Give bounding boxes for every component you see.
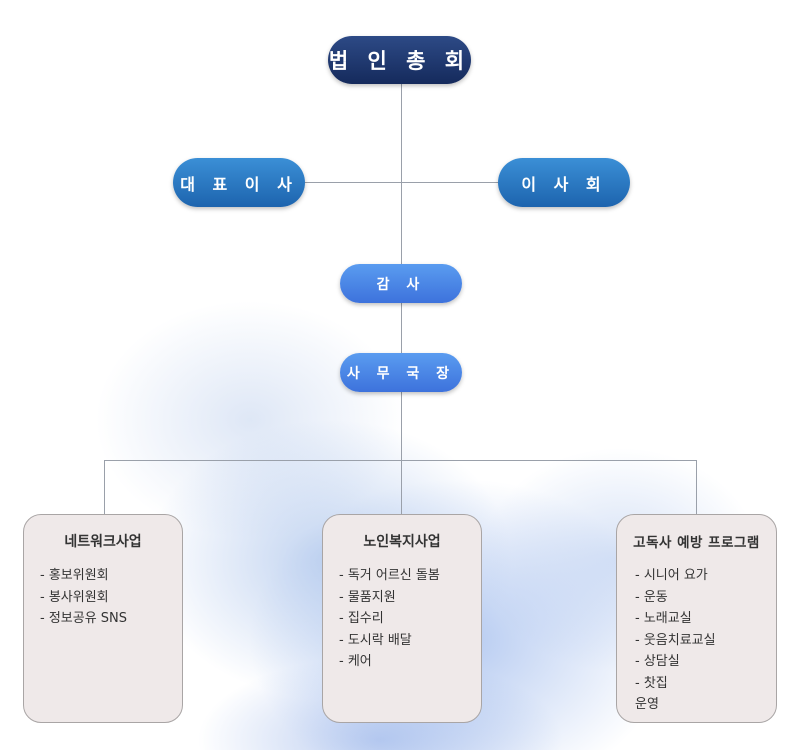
node-audit: 감 사 — [340, 264, 462, 303]
list-item: - 웃음치료교실 — [635, 632, 716, 648]
department-lonely-death-prevention: 고독사 예방 프로그램 - 시니어 요가 - 운동 - 노래교실 - 웃음치료교… — [616, 514, 777, 723]
node-board: 이 사 회 — [498, 158, 630, 207]
list-item: - 노래교실 — [635, 611, 692, 626]
list-item: - 상담실 — [635, 654, 680, 669]
department-network: 네트워크사업 - 홍보위원회 - 봉사위원회 - 정보공유 SNS — [23, 514, 183, 723]
department-title: 네트워크사업 — [64, 534, 142, 550]
connector-ceo-board — [305, 182, 498, 183]
department-title: 노인복지사업 — [363, 534, 441, 550]
node-secretary: 사 무 국 장 — [340, 353, 462, 392]
connector-dept-1 — [104, 460, 105, 514]
department-title: 고독사 예방 프로그램 — [633, 535, 760, 551]
list-item: - 시니어 요가 — [635, 568, 708, 583]
list-item: - 찻집 운영 — [635, 675, 668, 713]
node-general-assembly: 법 인 총 회 — [328, 36, 471, 84]
list-item: - 케어 — [339, 654, 372, 669]
list-item: - 독거 어르신 돌봄 — [339, 568, 440, 583]
list-item: - 운동 — [635, 589, 668, 605]
connector-dept-3 — [696, 460, 697, 514]
list-item: - 집수리 — [339, 611, 384, 626]
node-ceo: 대 표 이 사 — [173, 158, 305, 207]
list-item: - 정보공유 SNS — [40, 611, 128, 626]
list-item: - 봉사위원회 — [40, 589, 109, 605]
department-elderly-welfare: 노인복지사업 - 독거 어르신 돌봄 - 물품지원 - 집수리 - 도시락 배달… — [322, 514, 482, 723]
list-item: - 도시락 배달 — [339, 632, 412, 648]
connector-dept-2 — [401, 460, 402, 514]
list-item: - 홍보위원회 — [40, 568, 109, 583]
connector-departments — [104, 460, 697, 461]
list-item: - 물품지원 — [339, 589, 396, 605]
